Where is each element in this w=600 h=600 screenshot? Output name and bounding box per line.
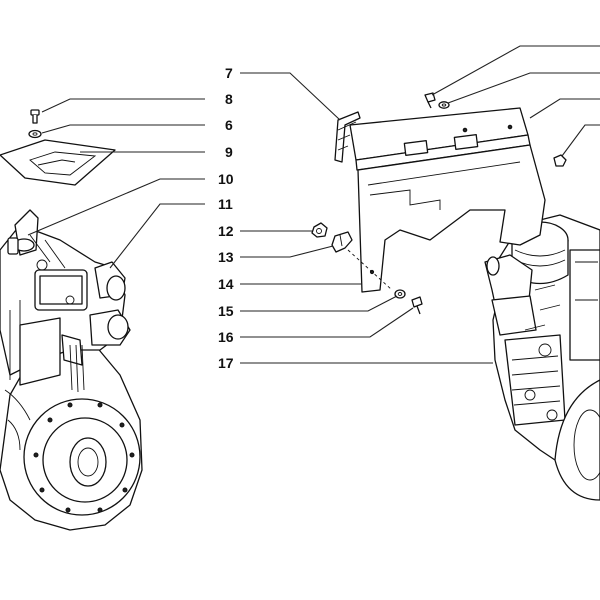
part-14-shield-plate (357, 144, 546, 293)
callout-15: 15 (218, 303, 234, 319)
part-nut-right (553, 154, 567, 167)
callout-17: 17 (218, 355, 234, 371)
part-17-upper-cover (349, 107, 531, 171)
flywheel-bolts (33, 402, 135, 513)
callout-9: 9 (225, 144, 233, 160)
assembly-line (347, 249, 393, 291)
part-15-washer (394, 289, 406, 299)
part-6b-washer (438, 101, 450, 109)
part-12-nut (311, 222, 328, 238)
part-6-washer (28, 129, 42, 139)
part-8-screw (30, 109, 40, 124)
part-8b-screw (424, 92, 436, 109)
part-7-seal-strip (334, 111, 361, 163)
part-9-cover-gasket (0, 139, 116, 186)
callout-16: 16 (218, 329, 234, 345)
callout-11: 11 (218, 196, 233, 212)
callout-14: 14 (218, 276, 234, 292)
callout-7: 7 (225, 65, 233, 81)
left-engine-illustration (0, 209, 143, 531)
part-16-bolt (411, 296, 423, 315)
callout-10: 10 (218, 171, 234, 187)
callout-12: 12 (218, 223, 234, 239)
callout-8: 8 (225, 91, 233, 107)
leader-lines (27, 45, 600, 364)
callout-labels: 7 8 6 9 10 11 12 13 14 15 16 17 (218, 65, 234, 371)
callout-13: 13 (218, 249, 234, 265)
callout-6: 6 (225, 117, 233, 133)
right-engine-illustration (484, 214, 600, 501)
part-13-clamp (331, 231, 353, 253)
